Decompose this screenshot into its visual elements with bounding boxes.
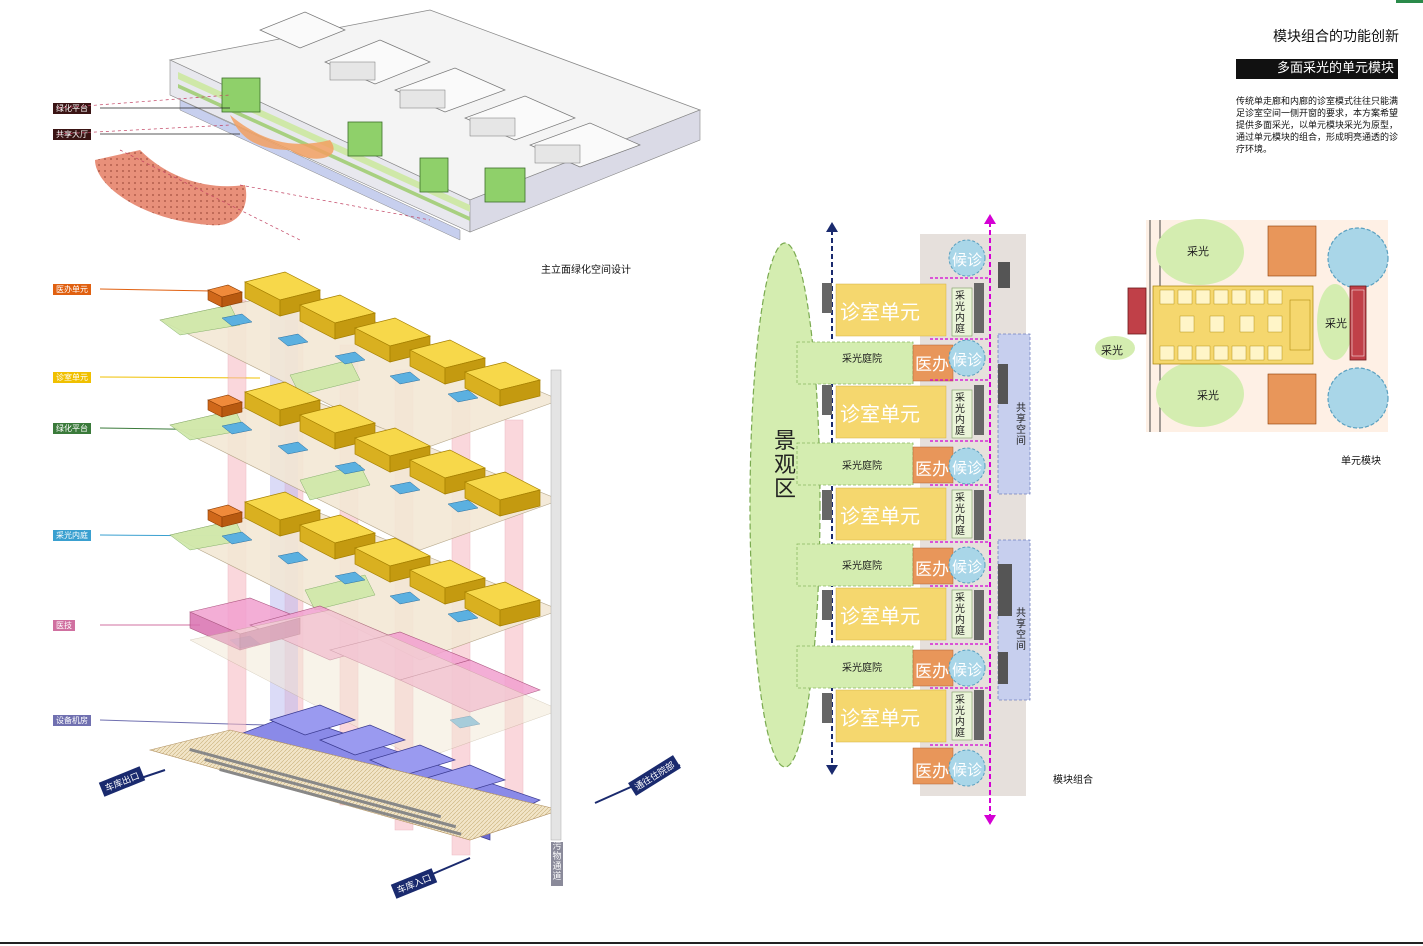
inner-court-label: 采光内庭: [955, 695, 965, 739]
elevation-diagram: [57, 9, 702, 241]
waiting-label: 候诊: [952, 351, 983, 369]
waiting-label: 候诊: [952, 661, 983, 679]
doctor-office-label: 医办: [915, 560, 949, 580]
clinic-unit-label: 诊室单元: [840, 604, 920, 628]
label-equipment-room: 设备机房: [53, 715, 91, 726]
landscape-zone-label: 景观区: [773, 429, 796, 502]
daylight-label: 采光: [1325, 317, 1347, 330]
waiting-label: 候诊: [952, 251, 983, 269]
caption-module-combination: 模块组合: [1053, 775, 1093, 786]
caption-unit-module: 单元模块: [1341, 456, 1381, 467]
light-yard-label: 采光庭院: [842, 663, 882, 674]
page-title: 模块组合的功能创新: [1273, 29, 1399, 45]
clinic-unit-label: 诊室单元: [840, 402, 920, 426]
doctor-office-label: 医办: [915, 460, 949, 480]
label-green-platform: 绿化平台: [53, 423, 91, 434]
daylight-label: 采光: [1187, 245, 1209, 258]
sign-dirty-channel: 污物通道: [552, 842, 562, 882]
waiting-label: 候诊: [952, 459, 983, 477]
label-medical-tech: 医技: [53, 620, 75, 631]
section-subtitle: 多面采光的单元模块: [1236, 59, 1398, 79]
caption-elevation: 主立面绿化空间设计: [541, 265, 631, 276]
inner-court-label: 采光内庭: [955, 393, 965, 437]
daylight-label: 采光: [1101, 344, 1123, 357]
clinic-unit-label: 诊室单元: [840, 300, 920, 324]
axonometric-diagram: [99, 271, 681, 891]
doctor-office-label: 医办: [915, 662, 949, 682]
description-text: 传统单走廊和内廊的诊室模式往往只能满足诊室空间一侧开窗的要求，本方案希望提供多面…: [1236, 97, 1399, 155]
label-clinic-unit: 诊室单元: [53, 372, 91, 383]
doctor-office-label: 医办: [915, 762, 949, 782]
inner-court-label: 采光内庭: [955, 493, 965, 537]
label-doctor-unit: 医办单元: [53, 284, 91, 295]
shared-space-label: 共享空间: [1016, 608, 1026, 652]
clinic-unit-label: 诊室单元: [840, 504, 920, 528]
shared-space-label: 共享空间: [1016, 403, 1026, 447]
daylight-label: 采光: [1197, 389, 1219, 402]
light-yard-label: 采光庭院: [842, 461, 882, 472]
label-shared-hall: 共享大厅: [53, 129, 91, 140]
waiting-label: 候诊: [952, 558, 983, 576]
light-yard-label: 采光庭院: [842, 561, 882, 572]
inner-court-label: 采光内庭: [955, 593, 965, 637]
unit-module-plan: [1095, 219, 1389, 432]
module-plan: [749, 214, 1031, 825]
label-green-platform-elev: 绿化平台: [53, 103, 91, 114]
label-light-court: 采光内庭: [53, 530, 91, 541]
bottom-rule: [0, 942, 1423, 944]
inner-court-label: 采光内庭: [955, 291, 965, 335]
waiting-label: 候诊: [952, 761, 983, 779]
doctor-office-label: 医办: [915, 355, 949, 375]
light-yard-label: 采光庭院: [842, 354, 882, 365]
clinic-unit-label: 诊室单元: [840, 706, 920, 730]
